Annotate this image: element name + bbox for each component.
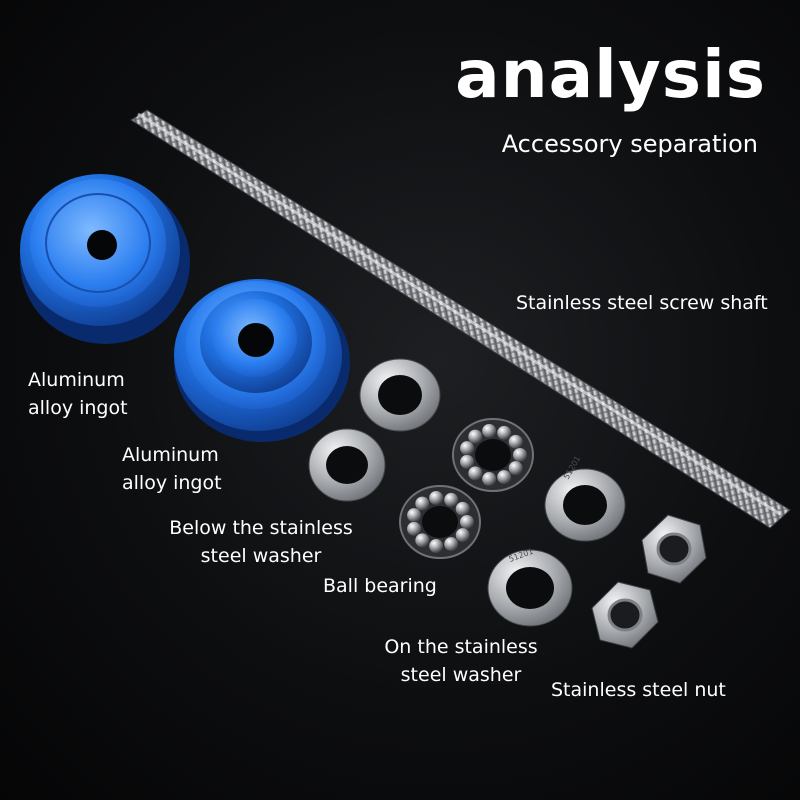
bearing-ball — [455, 528, 470, 543]
bearing-ball — [444, 537, 459, 552]
steel-washer-right: 51201 — [544, 454, 626, 542]
upper-steel-washer: 51201 — [487, 547, 573, 627]
bearing-ball — [415, 533, 430, 548]
bearing-ball — [415, 496, 430, 511]
label-screw-shaft: Stainless steel screw shaft — [516, 292, 768, 314]
page-subtitle: Accessory separation — [501, 130, 758, 158]
bearing-ball — [513, 448, 527, 462]
label-steel-nut: Stainless steel nut — [551, 679, 726, 701]
label-upper-washer: On the stainless steel washer — [384, 636, 538, 686]
label-lower-washer: Below the stainless steel washer — [169, 517, 353, 567]
ball-bearing-cage-2 — [399, 485, 481, 559]
bearing-ball — [429, 539, 444, 554]
steel-nut-2 — [591, 581, 659, 649]
bearing-ball — [468, 429, 483, 444]
bearing-ball — [407, 521, 422, 536]
bearing-ball — [455, 501, 470, 516]
screw-shaft — [130, 109, 791, 529]
bearing-ball — [460, 515, 474, 529]
bearing-ball — [482, 423, 497, 438]
steel-washer-top — [359, 358, 441, 432]
bearing-ball — [460, 441, 475, 456]
bearing-ball — [508, 461, 523, 476]
lower-steel-washer — [308, 428, 386, 502]
label-ball-bearing: Ball bearing — [323, 575, 437, 597]
bearing-ball — [444, 492, 459, 507]
bearing-ball — [460, 454, 475, 469]
bearing-ball — [497, 425, 512, 440]
bearing-ball — [497, 470, 512, 485]
aluminum-ingot-1 — [20, 174, 190, 344]
bearing-ball — [429, 490, 444, 505]
label-aluminum-ingot-1: Aluminum alloy ingot — [28, 369, 128, 419]
bearing-ball — [508, 434, 523, 449]
steel-nut-1 — [641, 514, 707, 584]
bearing-ball — [468, 466, 483, 481]
page-title: analysis — [455, 36, 766, 113]
label-aluminum-ingot-2: Aluminum alloy ingot — [122, 444, 222, 494]
bearing-ball — [482, 472, 497, 487]
aluminum-ingot-2 — [174, 279, 350, 442]
ball-bearing-cage-1 — [452, 418, 534, 492]
bearing-ball — [407, 508, 422, 523]
